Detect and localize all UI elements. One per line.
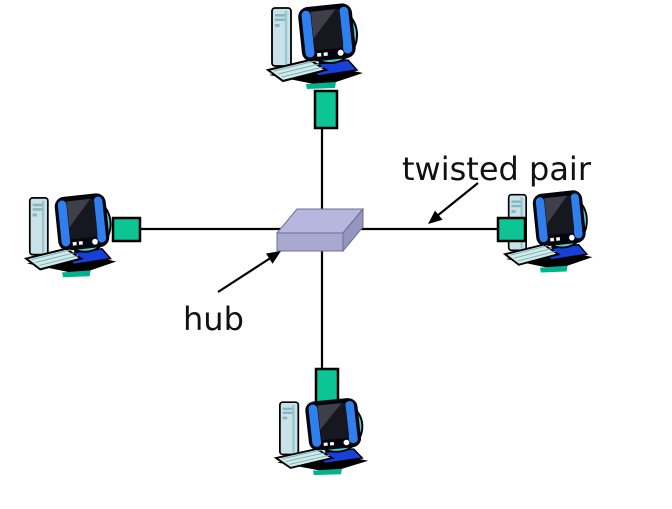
twisted-pair-arrow (428, 182, 479, 224)
hub-front-face (276, 232, 344, 252)
hub-side-face (342, 207, 364, 253)
hub-arrow (217, 251, 281, 293)
computer-top (266, 1, 365, 91)
twisted-pair-label: twisted pair (402, 150, 592, 188)
computer-left (24, 191, 118, 279)
computer-bottom (274, 395, 370, 477)
hub-device (275, 207, 365, 253)
hub-label: hub (183, 300, 244, 338)
connector-top (313, 89, 339, 130)
connector-right (496, 216, 527, 243)
connector-left (111, 216, 142, 243)
